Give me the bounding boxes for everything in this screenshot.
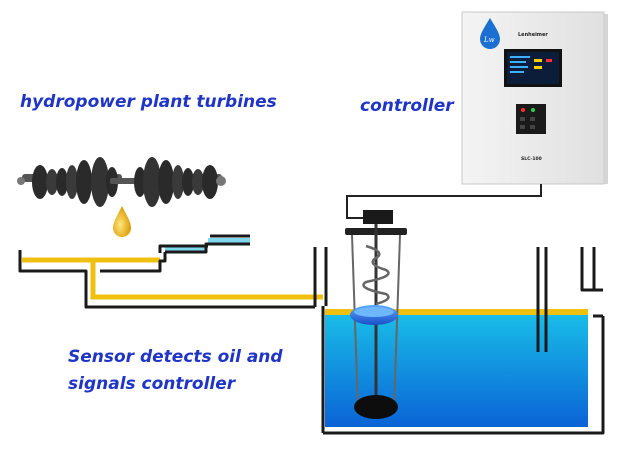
turbine-icon <box>22 157 122 207</box>
sensor-caption-line1: Sensor detects oil and <box>68 347 283 367</box>
controller-model-text: SLC-100 <box>521 156 542 162</box>
turbine-icon <box>134 157 222 207</box>
controller-cabinet <box>461 11 608 185</box>
controller-button-panel <box>516 104 546 134</box>
oil-line <box>22 257 588 315</box>
oil-sensor <box>345 210 407 419</box>
controller-caption: controller <box>360 96 454 116</box>
controller-logo-icon <box>480 18 500 49</box>
water-step <box>208 238 250 243</box>
oil-layer <box>325 309 588 315</box>
controller-brand-text: Lenheimer <box>518 32 548 38</box>
signal-cable <box>346 184 542 219</box>
pipe-outline <box>18 234 605 435</box>
sensor-caption-line2: signals controller <box>68 374 236 394</box>
controller-logo-text: Lw <box>483 36 495 44</box>
controller-display-screen <box>504 49 562 87</box>
turbines-caption: hydropower plant turbines <box>20 92 277 112</box>
sensor-caption: Sensor detects oil and signals controlle… <box>68 344 283 398</box>
oil-drop-icon <box>113 206 131 237</box>
